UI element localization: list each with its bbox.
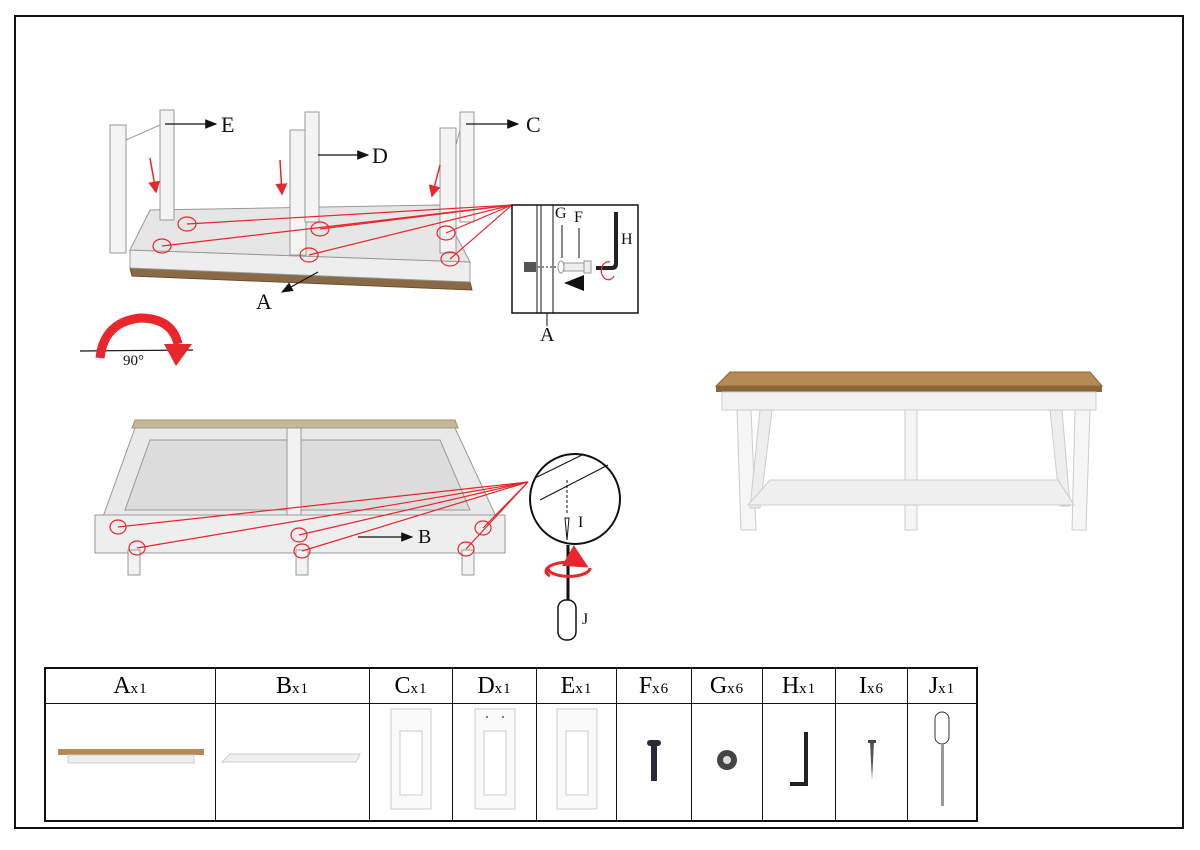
step2-table-shelf: [94, 419, 529, 576]
screw-icon: [835, 703, 908, 822]
step1-table-upside-down: [109, 109, 520, 293]
label-part-e: E: [221, 112, 235, 137]
part-header-b: Bx1: [215, 667, 370, 704]
detail1-label-g: G: [555, 205, 567, 222]
parts-header-row: Ax1 Bx1 Cx1 Dx1 Ex1 Fx6 Gx6 Hx1 Ix6 Jx1: [44, 667, 978, 704]
part-header-i: Ix6: [835, 667, 908, 704]
allen-key-icon: [762, 703, 836, 822]
detail1-bolt-connection: [511, 204, 639, 326]
detail2-label-i: I: [578, 514, 584, 531]
part-header-h: Hx1: [762, 667, 836, 704]
part-image-leg-frame-d: [452, 703, 537, 822]
detail1-label-a: A: [540, 324, 555, 346]
page-border: [14, 15, 1184, 829]
part-image-leg-frame-e: [536, 703, 617, 822]
screwdriver-icon: [907, 703, 978, 822]
detail1-label-f: F: [574, 209, 583, 226]
part-header-c: Cx1: [369, 667, 453, 704]
part-image-tabletop: [44, 703, 216, 822]
part-image-leg-frame-c: [369, 703, 453, 822]
parts-image-row: [44, 703, 978, 822]
parts-list-table: Ax1 Bx1 Cx1 Dx1 Ex1 Fx6 Gx6 Hx1 Ix6 Jx1: [44, 667, 978, 822]
washer-icon: [691, 703, 763, 822]
rotate-angle: 90°: [123, 353, 144, 369]
label-part-d: D: [372, 143, 388, 168]
finished-table: [714, 371, 1104, 531]
part-header-f: Fx6: [616, 667, 692, 704]
detail1-label-h: H: [621, 231, 633, 248]
rotate-90-arrow: [79, 313, 194, 366]
part-header-d: Dx1: [452, 667, 537, 704]
label-part-a: A: [256, 289, 272, 314]
part-header-g: Gx6: [691, 667, 763, 704]
detail2-label-j: J: [582, 611, 589, 628]
part-header-e: Ex1: [536, 667, 617, 704]
part-header-j: Jx1: [907, 667, 978, 704]
label-part-c: C: [526, 112, 541, 137]
part-image-shelf: [215, 703, 370, 822]
part-header-a: Ax1: [44, 667, 216, 704]
label-part-b: B: [418, 526, 432, 548]
bolt-icon: [616, 703, 692, 822]
detail2-screw-circle: [529, 453, 621, 641]
